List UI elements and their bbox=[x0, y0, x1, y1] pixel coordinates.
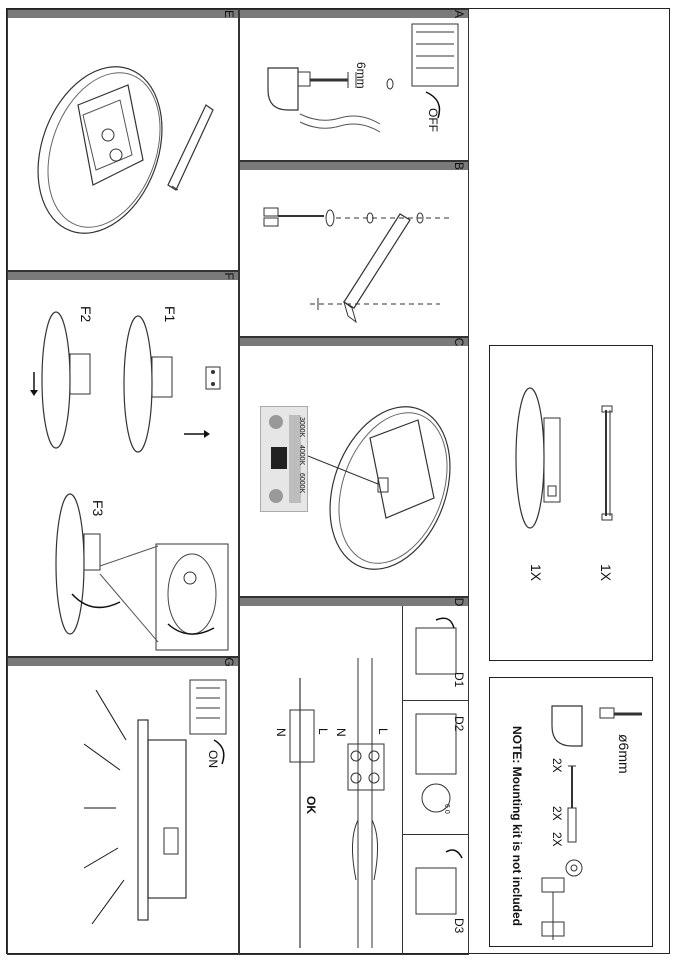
step-b-illustration bbox=[263, 207, 450, 324]
manual-sheet: E F F1 F2 F3 bbox=[6, 8, 670, 955]
step-a-illustration bbox=[267, 23, 459, 133]
step-c-illustration bbox=[307, 406, 451, 570]
package-contents-box: 1X 1X bbox=[489, 345, 653, 661]
step-d-panel: D D1 D2 D3 L N L N OK 6.0 bbox=[239, 597, 469, 955]
step-f-panel: F F1 F2 F3 bbox=[7, 271, 239, 657]
step-e-panel: E bbox=[7, 9, 239, 271]
step-f-bar bbox=[8, 272, 238, 280]
step-c-bar bbox=[240, 338, 468, 346]
step-g-panel: G ON bbox=[7, 657, 239, 955]
mounting-kit-illustration bbox=[541, 705, 642, 940]
step-g-illustration bbox=[83, 679, 227, 925]
step-e-illustration bbox=[37, 66, 214, 234]
step-f-illustration bbox=[30, 311, 229, 651]
step-g-bar bbox=[8, 658, 238, 666]
mounting-kit-box: ø6mm 2X 2X 2X NOTE: Mounting kit is not … bbox=[489, 677, 653, 947]
step-c-panel: C 3000K 4000K 6000K bbox=[239, 337, 469, 597]
step-d-illustration bbox=[289, 617, 463, 948]
step-e-bar bbox=[8, 10, 238, 18]
step-a-panel: A 6mm OFF bbox=[239, 9, 469, 161]
step-b-panel: B bbox=[239, 161, 469, 337]
step-b-bar bbox=[240, 162, 468, 170]
step-a-bar bbox=[240, 10, 468, 18]
cct-switch-photo: 3000K 4000K 6000K bbox=[260, 406, 308, 512]
step-d-bar bbox=[240, 598, 468, 606]
package-contents-illustration bbox=[515, 387, 613, 529]
